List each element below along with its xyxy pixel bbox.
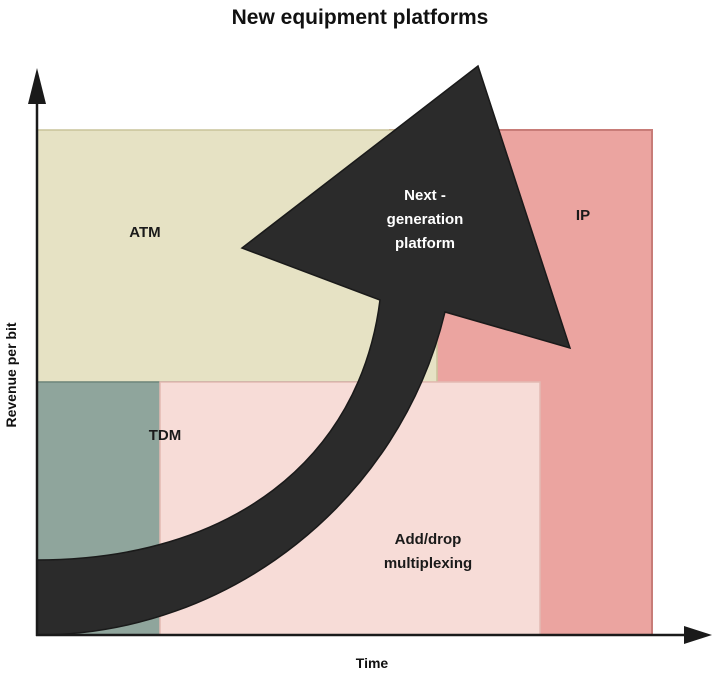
region-tdm-label: TDM xyxy=(149,427,182,444)
next-generation-arrow xyxy=(36,64,572,636)
region-adm-label-line2: multiplexing xyxy=(384,555,472,572)
arrow-label-line1: Next - xyxy=(404,187,446,204)
region-atm-label: ATM xyxy=(129,224,160,241)
arrow-label-line2: generation xyxy=(387,211,464,228)
x-axis-label: Time xyxy=(356,655,389,671)
arrow-label-line3: platform xyxy=(395,235,455,252)
region-adm-label-line1: Add/drop xyxy=(395,531,462,548)
region-ip-label: IP xyxy=(576,207,590,224)
y-axis-label: Revenue per bit xyxy=(3,322,19,427)
y-axis-arrowhead-icon xyxy=(28,68,46,104)
diagram-title: New equipment platforms xyxy=(232,6,489,29)
x-axis-arrowhead-icon xyxy=(684,626,712,644)
